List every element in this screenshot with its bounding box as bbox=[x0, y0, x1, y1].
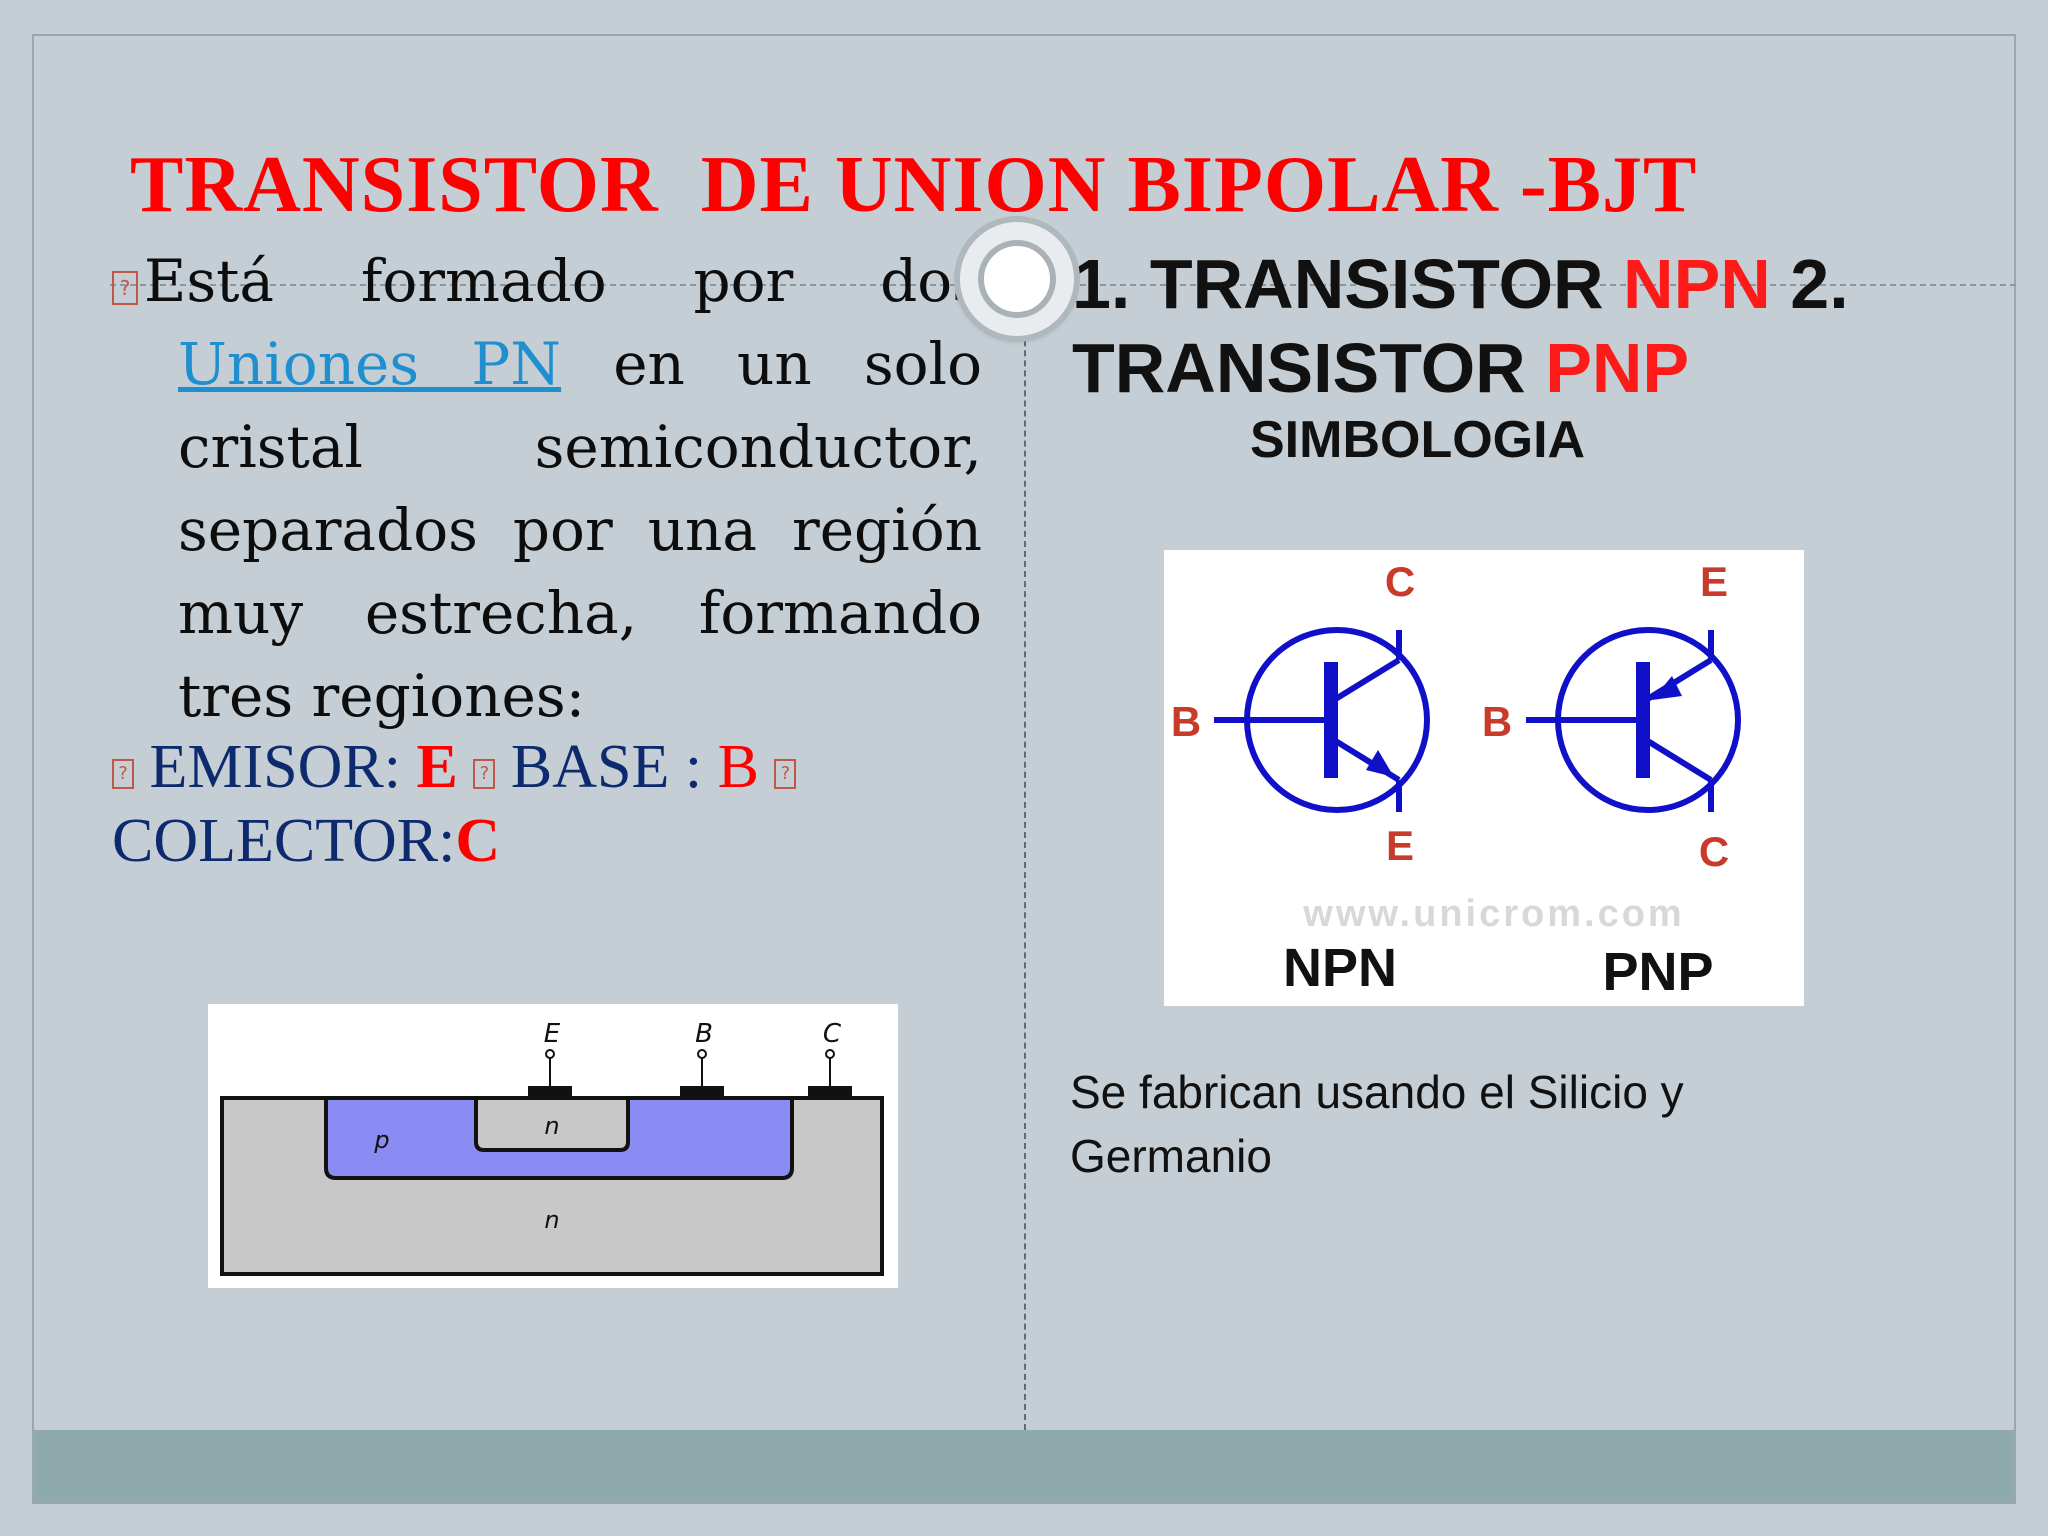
npn-symbol bbox=[1214, 627, 1430, 813]
base-value: B bbox=[717, 733, 759, 801]
divider-ring-ornament bbox=[960, 222, 1074, 336]
uniones-pn-link[interactable]: Uniones PN bbox=[178, 330, 562, 398]
slide-frame bbox=[32, 34, 2016, 1504]
transistor-symbols-svg: C B E E B C www.unicrom.com NPN PNP bbox=[1171, 558, 1741, 1002]
npn-b-label: B bbox=[1171, 698, 1201, 745]
pnp-b-label: B bbox=[1482, 698, 1512, 745]
npn-type: NPN bbox=[1623, 245, 1771, 323]
npn-e-label: E bbox=[1386, 822, 1414, 869]
colector-label: COLECTOR: bbox=[112, 807, 456, 875]
collector-region-label: n bbox=[544, 1206, 559, 1234]
pnp-e-label: E bbox=[1700, 558, 1728, 605]
terminal-b-label: B bbox=[695, 1019, 713, 1049]
emisor-value: E bbox=[416, 733, 458, 801]
terminal-e-label: E bbox=[544, 1019, 561, 1049]
emitter-region-label: n bbox=[544, 1112, 559, 1140]
pnp-item-prefix: 2. TRANSISTOR bbox=[1072, 245, 1849, 407]
description-paragraph: ?Está formado por dos Uniones PN en un s… bbox=[112, 240, 982, 738]
pnp-c-label: C bbox=[1699, 828, 1729, 875]
regions-list: ? EMISOR: E ? BASE : B ? COLECTOR:C bbox=[112, 730, 992, 878]
bullet-icon: ? bbox=[473, 759, 496, 789]
description-text-start: Está formado por dos bbox=[144, 247, 982, 315]
npn-c-label: C bbox=[1385, 558, 1415, 605]
base-label: BASE : bbox=[495, 733, 718, 801]
npn-caption: NPN bbox=[1283, 938, 1397, 998]
pnp-type: PNP bbox=[1545, 329, 1690, 407]
transistor-symbols-figure: C B E E B C www.unicrom.com NPN PNP bbox=[1164, 550, 1804, 1006]
fabrication-note: Se fabrican usando el Silicio y Germanio bbox=[1070, 1066, 1684, 1182]
vertical-divider bbox=[1024, 270, 1026, 1430]
bjt-cross-section-figure: E B C n p n bbox=[208, 1004, 898, 1288]
transistor-types: 1. TRANSISTOR NPN 2. TRANSISTOR PNP bbox=[1072, 242, 1972, 410]
pnp-symbol bbox=[1526, 627, 1741, 813]
pnp-caption: PNP bbox=[1602, 942, 1713, 1002]
emisor-label: EMISOR: bbox=[149, 733, 417, 801]
watermark-text: www.unicrom.com bbox=[1302, 893, 1684, 935]
cross-section-svg: E B C n p n bbox=[220, 1019, 884, 1276]
bullet-icon: ? bbox=[112, 759, 134, 789]
bullet-icon: ? bbox=[112, 271, 138, 305]
footer-band bbox=[34, 1430, 2014, 1502]
base-region-label: p bbox=[373, 1126, 389, 1154]
terminal-c-label: C bbox=[823, 1019, 842, 1049]
npn-item-prefix: 1. TRANSISTOR bbox=[1072, 245, 1624, 323]
bullet-icon: ? bbox=[774, 759, 797, 789]
simbologia-heading: SIMBOLOGIA bbox=[1250, 411, 1586, 469]
slide-title: TRANSISTOR DE UNION BIPOLAR -BJT bbox=[130, 141, 1698, 229]
left-column: ?Está formado por dos Uniones PN en un s… bbox=[112, 240, 982, 738]
colector-value: C bbox=[455, 807, 501, 875]
description-text-end: en un solo cristal semiconductor, separa… bbox=[178, 330, 982, 730]
